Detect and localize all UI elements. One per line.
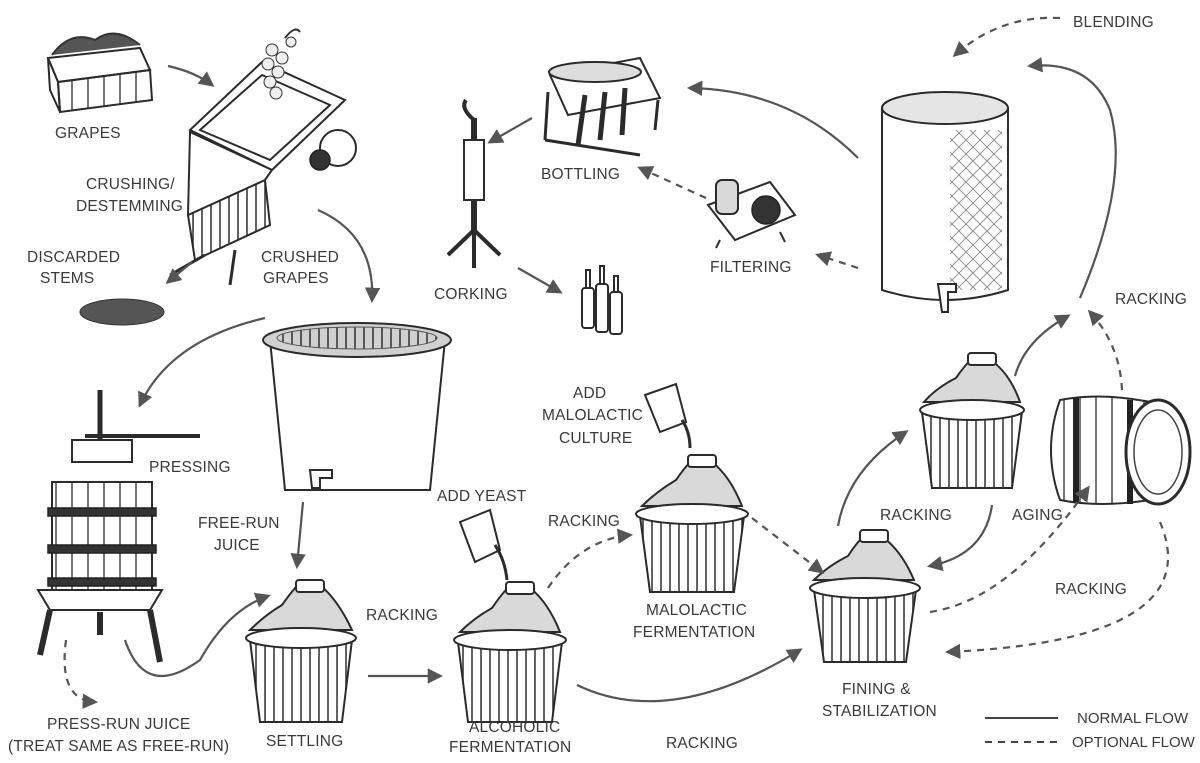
arrow-corker-to-bottles <box>517 267 563 294</box>
storage-tank-icon <box>881 91 1009 313</box>
yeast-pitcher-icon <box>458 508 509 581</box>
label-fining-line1: FINING & <box>842 681 911 698</box>
label-bottling: BOTTLING <box>541 166 620 183</box>
fining-stabilization-carboy-icon <box>809 529 921 663</box>
arrow-barrel-to-fining <box>944 521 1170 660</box>
label-crushed-line1: CRUSHED <box>261 249 339 266</box>
arrow-alcoholic-to-malo <box>547 528 634 589</box>
label-crushing-line1: CRUSHING/ <box>86 176 175 193</box>
label-filtering: FILTERING <box>710 259 792 276</box>
arrow-crusher-to-tub <box>317 208 381 304</box>
legend-normal-label: NORMAL FLOW <box>1077 710 1189 727</box>
label-crushed-line2: GRAPES <box>263 270 329 287</box>
label-press-run-line2: (TREAT SAME AS FREE-RUN) <box>8 738 229 755</box>
label-discarded-line2: STEMS <box>40 270 94 287</box>
arrow-aging-to-fining <box>926 504 994 572</box>
discarded-stems-icon <box>79 298 165 326</box>
arrow-malo-to-fining <box>751 517 825 574</box>
grapes-crate-icon <box>46 32 154 114</box>
arrow-barrel-to-tank <box>1087 309 1124 391</box>
label-alcoholic-line2: FERMENTATION <box>449 739 571 756</box>
arrow-filter-to-bottling <box>637 166 707 200</box>
label-racking-settling: RACKING <box>366 607 438 624</box>
arrow-tank-to-bottling <box>686 80 859 159</box>
arrow-tub-to-press <box>138 316 266 408</box>
label-aging: AGING <box>1012 507 1063 524</box>
label-free-run-line2: JUICE <box>214 537 260 554</box>
arrow-fining-to-barrel <box>929 485 1090 614</box>
arrow-grapes-to-crusher <box>167 64 215 87</box>
basket-press-icon <box>36 390 200 663</box>
arrow-crusher-to-stems <box>165 261 193 284</box>
label-add-malo-line2: MALOLACTIC <box>542 407 643 424</box>
label-racking-fining: RACKING <box>880 507 952 524</box>
arrow-aging-to-tank <box>1013 314 1071 377</box>
label-malo-line2: FERMENTATION <box>633 624 755 641</box>
arrow-fining-to-aging <box>836 430 909 527</box>
label-pressing: PRESSING <box>149 459 231 476</box>
label-settling: SETTLING <box>266 733 343 750</box>
label-add-malo-line1: ADD <box>573 385 606 402</box>
fermenting-tub-icon <box>262 322 452 491</box>
label-malo-line1: MALOLACTIC <box>646 602 747 619</box>
arrow-alcoholic-to-fining <box>576 648 803 703</box>
crusher-destemmer-icon <box>169 28 357 286</box>
label-racking-tank: RACKING <box>1115 291 1187 308</box>
arrow-blending <box>952 16 1061 58</box>
label-add-yeast: ADD YEAST <box>437 488 527 505</box>
label-racking-alcoholic: RACKING <box>548 513 620 530</box>
label-add-malo-line3: CULTURE <box>559 430 632 447</box>
label-racking-bottom: RACKING <box>666 735 738 752</box>
wine-bottles-icon <box>581 265 623 335</box>
arrow-tank-to-filter <box>815 251 859 270</box>
labels: GRAPES CRUSHING/ DESTEMMING DISCARDED ST… <box>8 14 1187 756</box>
label-corking: CORKING <box>434 286 508 303</box>
malolactic-culture-pitcher-icon <box>643 382 692 449</box>
legend-optional-label: OPTIONAL FLOW <box>1072 734 1196 751</box>
flow-arrows <box>63 16 1170 710</box>
settling-carboy-icon <box>245 579 357 723</box>
label-alcoholic-line1: ALCOHOLIC <box>469 719 560 736</box>
alcoholic-fermentation-carboy-icon <box>453 581 567 723</box>
arrow-bottling-to-corker <box>487 117 533 144</box>
label-press-run-line1: PRESS-RUN JUICE <box>47 716 190 733</box>
arrow-tub-to-settling <box>290 501 306 570</box>
label-discarded-line1: DISCARDED <box>27 249 120 266</box>
bottling-machine-icon <box>543 56 662 157</box>
label-racking-aging: RACKING <box>1055 581 1127 598</box>
label-blending: BLENDING <box>1073 14 1154 31</box>
malolactic-carboy-icon <box>635 454 749 593</box>
legend: NORMAL FLOW OPTIONAL FLOW <box>985 710 1196 751</box>
grape-bunch-icon <box>261 28 301 100</box>
filter-machine-icon <box>706 179 797 249</box>
arrow-press-to-settling <box>123 592 271 677</box>
aging-carboy-icon <box>919 352 1025 489</box>
label-fining-line2: STABILIZATION <box>822 703 937 720</box>
corker-icon <box>446 98 502 268</box>
label-grapes: GRAPES <box>55 125 121 142</box>
label-crushing-line2: DESTEMMING <box>76 198 183 215</box>
label-free-run-line1: FREE-RUN <box>198 515 280 532</box>
oak-barrel-icon <box>1050 395 1192 506</box>
arrow-press-to-press-run <box>63 639 99 710</box>
arrow-tank-racking-loop <box>1026 57 1117 299</box>
